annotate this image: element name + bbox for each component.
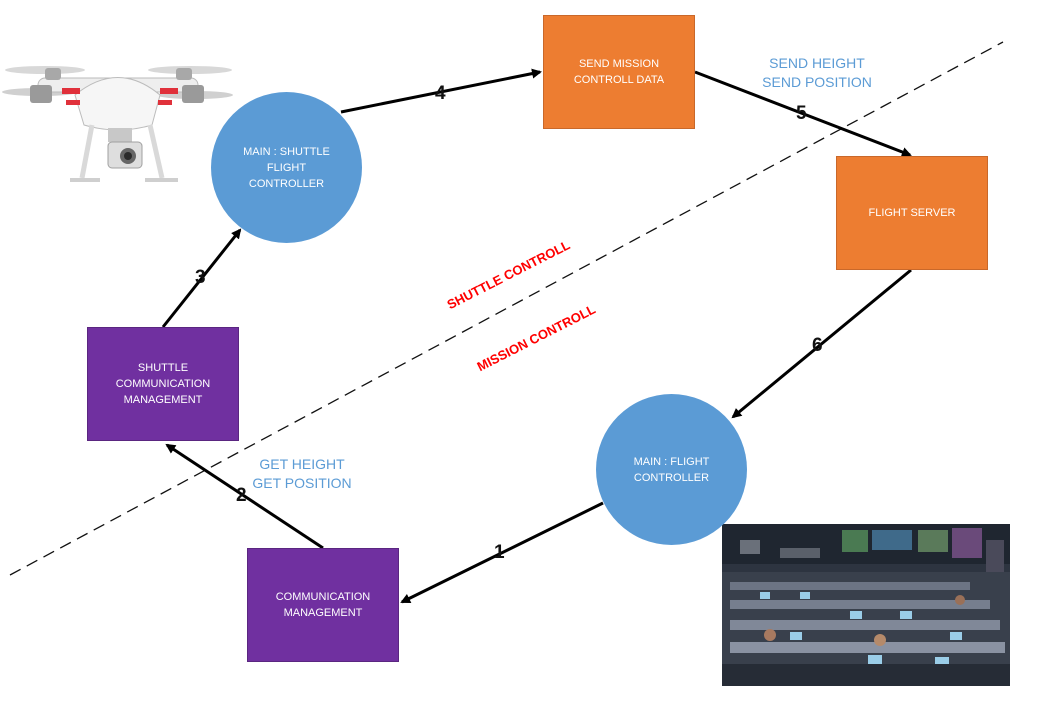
- step-label-3: 3: [195, 267, 206, 288]
- zone-divider-line: [9, 41, 1004, 576]
- get-height-position-note: GET HEIGHT GET POSITION: [244, 455, 360, 493]
- flight-controller-circle: MAIN : FLIGHT CONTROLLER: [596, 394, 747, 545]
- step-label-2: 2: [236, 485, 247, 506]
- step-label-6: 6: [812, 335, 823, 356]
- send-mission-control-data-box: SEND MISSION CONTROLL DATA: [543, 15, 695, 129]
- shuttle-communication-management-box: SHUTTLE COMMUNICATION MANAGEMENT: [87, 327, 239, 441]
- step-label-1: 1: [494, 542, 505, 563]
- shuttle-communication-management-label: SHUTTLE COMMUNICATION MANAGEMENT: [115, 362, 211, 406]
- arrow-5: [694, 70, 912, 157]
- arrow-1: [400, 501, 604, 604]
- communication-management-label: COMMUNICATION MANAGEMENT: [275, 591, 371, 619]
- flight-server-box: FLIGHT SERVER: [836, 156, 988, 270]
- send-note-text: SEND HEIGHT SEND POSITION: [762, 55, 872, 90]
- send-mission-label: SEND MISSION CONTROLL DATA: [573, 58, 665, 86]
- shuttle-flight-controller-circle: MAIN : SHUTTLE FLIGHT CONTROLLER: [211, 92, 362, 243]
- get-note-text: GET HEIGHT GET POSITION: [252, 456, 352, 491]
- flight-server-label: FLIGHT SERVER: [868, 207, 956, 219]
- send-height-position-note: SEND HEIGHT SEND POSITION: [756, 54, 878, 92]
- shuttle-flight-controller-label: MAIN : SHUTTLE FLIGHT CONTROLLER: [243, 145, 330, 190]
- step-label-5: 5: [796, 103, 807, 124]
- drone-image: [0, 50, 233, 190]
- communication-management-box: COMMUNICATION MANAGEMENT: [247, 548, 399, 662]
- control-room-image: [722, 524, 1010, 686]
- arrow-3: [161, 228, 242, 328]
- arrow-6: [731, 268, 912, 419]
- step-label-4: 4: [435, 83, 446, 104]
- arrow-4: [340, 68, 542, 114]
- flight-controller-label: MAIN : FLIGHT CONTROLLER: [633, 455, 710, 484]
- arrow-2: [165, 443, 324, 550]
